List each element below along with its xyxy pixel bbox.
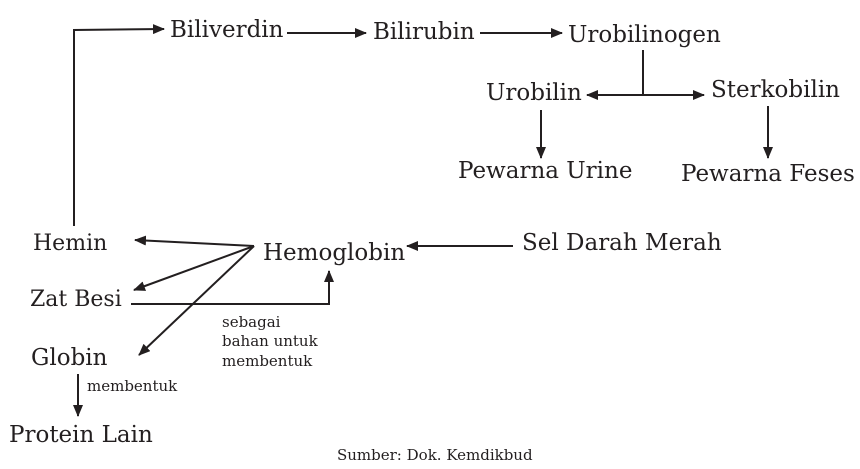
node-zat-besi: Zat Besi — [30, 287, 122, 312]
node-sterkobilin: Sterkobilin — [711, 77, 840, 103]
node-sel-darah-merah: Sel Darah Merah — [522, 230, 722, 256]
arrow-hemoglobin-to-hemin — [134, 235, 255, 247]
node-globin: Globin — [31, 345, 108, 371]
arrow-hemin-to-biliverdin — [73, 24, 165, 226]
node-bilirubin: Bilirubin — [373, 19, 475, 45]
node-pewarna-feses: Pewarna Feses — [681, 161, 855, 187]
node-hemoglobin: Hemoglobin — [263, 240, 405, 266]
node-urobilin: Urobilin — [486, 80, 582, 106]
node-pewarna-urine: Pewarna Urine — [458, 158, 632, 184]
note-zat-besi-line1: sebagai — [222, 313, 281, 331]
source-caption: Sumber: Dok. Kemdikbud — [337, 446, 533, 464]
node-hemin: Hemin — [33, 231, 107, 256]
note-zat-besi-line2: bahan untuk — [222, 332, 319, 350]
arrow-zat-besi-to-hemoglobin — [131, 270, 334, 305]
node-biliverdin: Biliverdin — [170, 17, 284, 43]
node-urobilinogen: Urobilinogen — [568, 22, 721, 48]
arrow-hemoglobin-to-zat-besi — [133, 245, 255, 291]
node-protein-lain: Protein Lain — [9, 422, 153, 448]
note-zat-besi-line3: membentuk — [222, 352, 313, 370]
arrow-hemoglobin-to-globin — [138, 245, 255, 356]
note-globin: membentuk — [87, 377, 178, 395]
edges — [73, 24, 773, 417]
